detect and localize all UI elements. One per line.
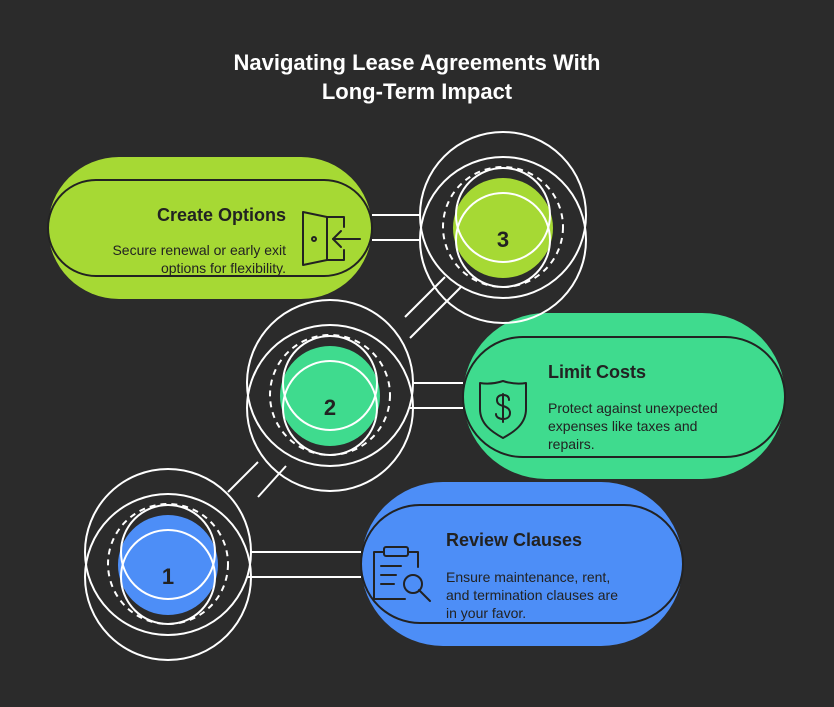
step-1-description-line: in your favor. <box>446 605 527 621</box>
connector-card-1 <box>240 551 361 578</box>
step-1-description: Ensure maintenance, rent, and terminatio… <box>446 568 618 622</box>
step-2-description: Protect against unexpected expenses like… <box>548 399 718 453</box>
step-3-description-line: Secure renewal or early exit <box>112 242 286 258</box>
card-create-options <box>47 157 373 299</box>
step-2-description-line: repairs. <box>548 436 595 452</box>
connector-2-3-a <box>404 276 446 318</box>
title-line-2: Long-Term Impact <box>321 79 513 104</box>
connector-card-3 <box>372 214 420 241</box>
step-1-description-line: and termination clauses are <box>446 587 618 603</box>
door-exit-icon <box>302 211 361 266</box>
step-2-title: Limit Costs <box>548 362 647 382</box>
step-2-circle-group <box>246 299 414 492</box>
step-3-description: Secure renewal or early exit options for… <box>60 241 286 277</box>
card-3-outline <box>47 179 373 277</box>
step-3-number: 3 <box>496 227 510 252</box>
step-1-circle-group <box>84 468 252 661</box>
step-3-circle <box>453 178 553 278</box>
step-1-circle <box>118 515 218 615</box>
card-2-background <box>463 313 785 479</box>
card-1-outline <box>360 504 684 624</box>
step-2-description-line: expenses like taxes and <box>548 418 698 434</box>
card-limit-costs <box>462 313 786 479</box>
step-1-title: Review Clauses <box>446 530 583 550</box>
connector-1-2-b <box>257 465 287 498</box>
shield-dollar-icon <box>479 380 527 439</box>
card-1-background <box>361 482 683 646</box>
step-1-number: 1 <box>161 564 175 589</box>
card-3-background <box>48 157 372 299</box>
step-3-title: Create Options <box>156 205 286 225</box>
connector-2-3-b <box>409 277 471 339</box>
step-2-circle <box>280 346 380 446</box>
step-2-description-line: Protect against unexpected <box>548 400 718 416</box>
connector-lines <box>227 276 471 498</box>
step-3-circle-group <box>419 131 587 324</box>
connector-1-2-a <box>227 461 259 493</box>
title-line-1: Navigating Lease Agreements With <box>233 50 601 75</box>
step-2-number: 2 <box>323 395 337 420</box>
card-review-clauses <box>360 482 684 646</box>
page-title: Navigating Lease Agreements With Long-Te… <box>0 48 834 106</box>
clipboard-search-icon <box>373 546 431 602</box>
step-3-description-line: options for flexibility. <box>160 260 286 276</box>
connector-card-2 <box>410 382 463 409</box>
card-2-outline <box>462 336 786 458</box>
step-1-description-line: Ensure maintenance, rent, <box>446 569 611 585</box>
